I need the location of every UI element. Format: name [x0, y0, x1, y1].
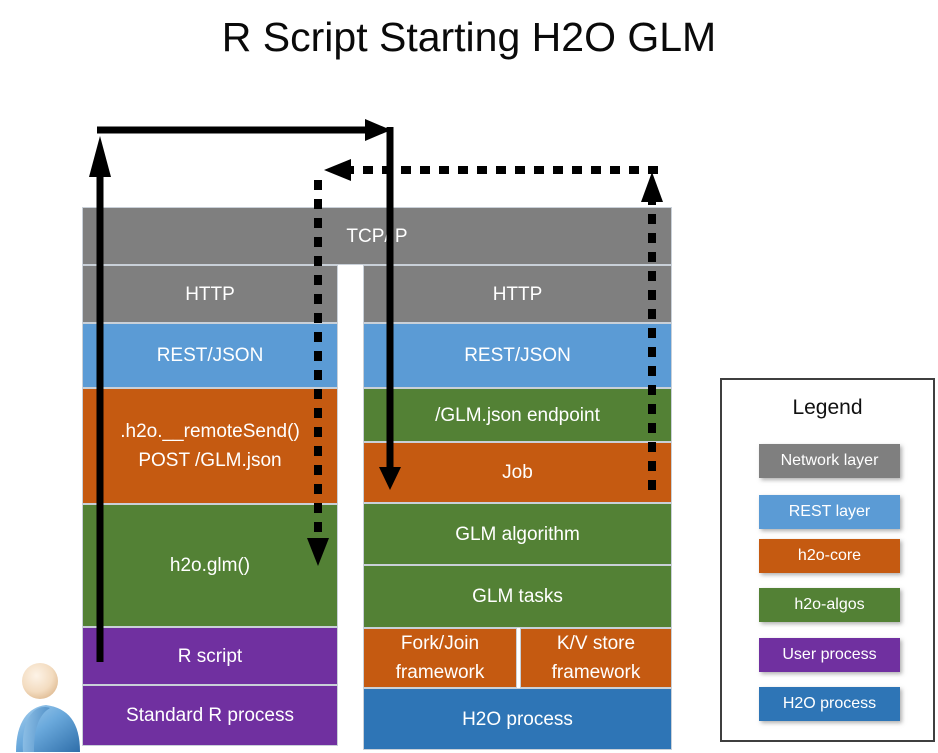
legend-item-network-layer-label: Network layer	[780, 452, 879, 469]
layer-http-left: HTTP	[82, 265, 338, 323]
layer-r-script-label: R script	[177, 645, 243, 667]
remote-send-line1: .h2o.__remoteSend()	[120, 421, 300, 442]
user-person-icon	[16, 663, 80, 752]
layer-glm-algorithm: GLM algorithm	[363, 503, 672, 565]
layer-tcp-ip-label: TCP/IP	[346, 225, 408, 247]
legend-panel: Legend Network layer REST layer h2o-core…	[720, 378, 935, 742]
layer-rest-json-left-label: REST/JSON	[156, 345, 264, 366]
layer-rest-json-left: REST/JSON	[82, 323, 338, 388]
layer-rest-json-right-label: REST/JSON	[464, 345, 571, 366]
layer-job: Job	[363, 442, 672, 503]
layer-h2o-glm-label: h2o.glm()	[169, 555, 251, 576]
layer-h2o-process-label: H2O process	[462, 708, 573, 730]
layer-glm-tasks-label: GLM tasks	[472, 586, 563, 607]
legend-item-h2o-process: H2O process	[759, 687, 900, 721]
legend-item-user-process-label: User process	[782, 646, 877, 663]
layer-http-right-label: HTTP	[492, 283, 543, 305]
legend-item-h2o-process-label: H2O process	[782, 695, 877, 712]
layer-standard-r-process-label: Standard R process	[126, 705, 294, 726]
layer-http-right: HTTP	[363, 265, 672, 323]
legend-item-h2o-algos-label: h2o-algos	[794, 596, 865, 613]
legend-item-h2o-algos: h2o-algos	[759, 588, 900, 622]
layer-glm-tasks: GLM tasks	[363, 565, 672, 628]
legend-title: Legend	[792, 396, 863, 419]
legend-item-rest-layer-label: REST layer	[788, 503, 871, 520]
layer-glm-endpoint: /GLM.json endpoint	[363, 388, 672, 442]
legend-item-user-process: User process	[759, 638, 900, 672]
layer-r-script: R script	[82, 627, 338, 685]
diagram-title: R Script Starting H2O GLM	[221, 14, 717, 60]
layer-standard-r-process: Standard R process	[82, 685, 338, 746]
layer-kv-store-framework: K/V store framework	[520, 628, 672, 688]
layer-fork-join-framework-label: Fork/Join framework	[395, 633, 485, 683]
layer-glm-algorithm-label: GLM algorithm	[455, 523, 580, 545]
legend-item-h2o-core-label: h2o-core	[797, 547, 862, 564]
layer-glm-endpoint-label: /GLM.json endpoint	[435, 404, 600, 426]
layer-http-left-label: HTTP	[185, 283, 235, 305]
layer-job-label: Job	[502, 462, 533, 483]
remote-send-line2: POST /GLM.json	[138, 450, 282, 471]
layer-remote-send: .h2o.__remoteSend() POST /GLM.json	[82, 388, 338, 504]
legend-item-rest-layer: REST layer	[759, 495, 900, 529]
legend-item-network-layer: Network layer	[759, 444, 900, 478]
layer-rest-json-right: REST/JSON	[363, 323, 672, 388]
layer-h2o-process: H2O process	[363, 688, 672, 750]
layer-h2o-glm: h2o.glm()	[82, 504, 338, 627]
layer-fork-join-framework: Fork/Join framework	[363, 628, 517, 688]
layer-tcp-ip: TCP/IP	[82, 207, 672, 265]
layer-kv-store-framework-label: K/V store framework	[551, 633, 641, 683]
legend-item-h2o-core: h2o-core	[759, 539, 900, 573]
